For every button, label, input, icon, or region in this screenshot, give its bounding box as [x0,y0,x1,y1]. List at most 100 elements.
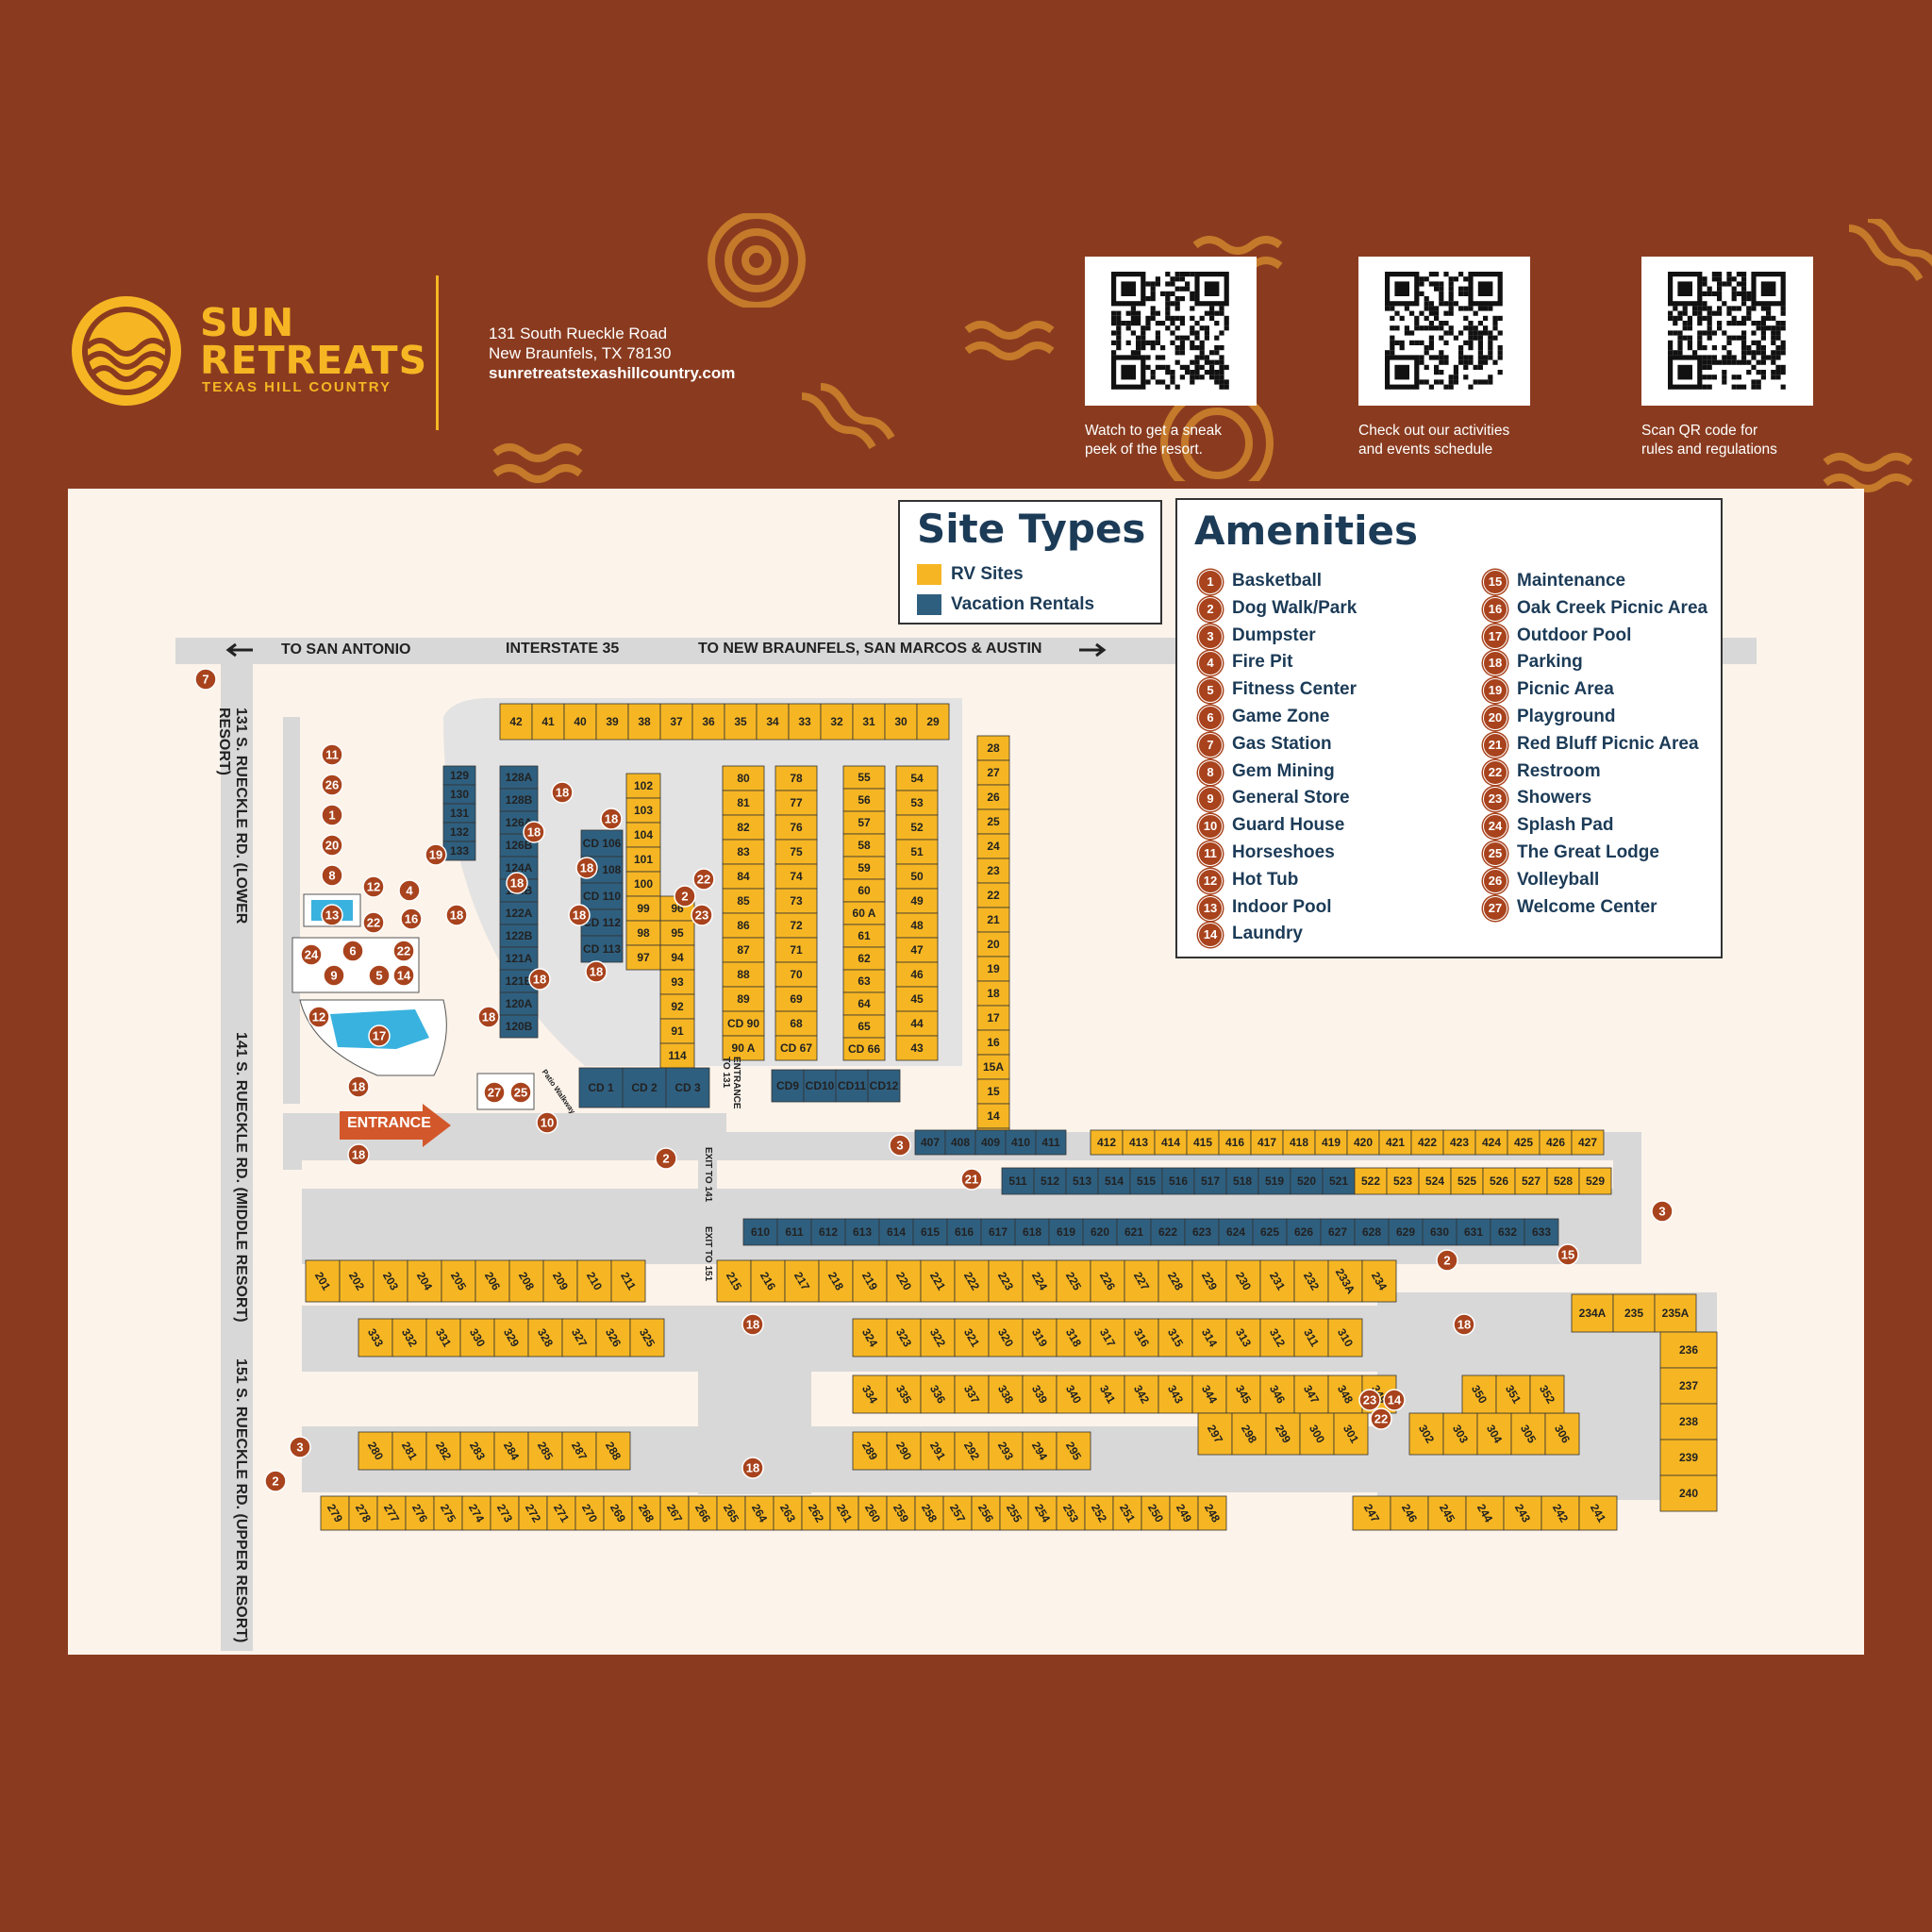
amenity-marker-2[interactable]: 2 [1436,1249,1458,1272]
amenity-marker-18[interactable]: 18 [585,960,608,983]
site-202[interactable]: 202 [339,1259,375,1303]
site-321[interactable]: 321 [954,1318,990,1357]
site-74[interactable]: 74 [774,863,818,890]
site-99[interactable]: 99 [625,895,661,922]
site-48[interactable]: 48 [895,912,939,939]
site-313[interactable]: 313 [1225,1318,1261,1357]
site-232[interactable]: 232 [1293,1259,1329,1303]
site-333[interactable]: 333 [358,1318,393,1357]
site-283[interactable]: 283 [459,1431,495,1471]
site-29[interactable]: 29 [916,703,950,741]
amenity-marker-22[interactable]: 22 [362,911,385,934]
amenity-marker-12[interactable]: 12 [362,875,385,898]
site-407[interactable]: 407 [914,1129,946,1156]
site-27[interactable]: 27 [976,759,1010,786]
site-633[interactable]: 633 [1524,1218,1559,1246]
amenity-marker-18[interactable]: 18 [506,872,528,894]
amenity-marker-27[interactable]: 27 [483,1081,506,1104]
site-413[interactable]: 413 [1122,1129,1156,1156]
site-275[interactable]: 275 [433,1495,463,1531]
site-215[interactable]: 215 [716,1259,752,1303]
site-336[interactable]: 336 [920,1374,956,1414]
site-345[interactable]: 345 [1225,1374,1261,1414]
site-611[interactable]: 611 [776,1218,812,1246]
site-216[interactable]: 216 [750,1259,786,1303]
site-37[interactable]: 37 [659,703,693,741]
site-cd-113[interactable]: CD 113 [580,935,624,963]
site-90-a[interactable]: 90 A [722,1035,765,1061]
site-34[interactable]: 34 [756,703,790,741]
site-33[interactable]: 33 [788,703,822,741]
amenity-marker-25[interactable]: 25 [509,1081,532,1104]
site-627[interactable]: 627 [1320,1218,1356,1246]
amenity-marker-23[interactable]: 23 [691,904,713,926]
site-32[interactable]: 32 [820,703,854,741]
site-267[interactable]: 267 [659,1495,690,1531]
site-298[interactable]: 298 [1231,1412,1267,1456]
site-513[interactable]: 513 [1065,1167,1099,1195]
site-15[interactable]: 15 [976,1078,1010,1105]
site-524[interactable]: 524 [1418,1167,1452,1195]
site-205[interactable]: 205 [441,1259,476,1303]
site-51[interactable]: 51 [895,839,939,865]
site-420[interactable]: 420 [1346,1129,1380,1156]
site-98[interactable]: 98 [625,920,661,946]
site-521[interactable]: 521 [1322,1167,1356,1195]
site-249[interactable]: 249 [1169,1495,1199,1531]
site-252[interactable]: 252 [1084,1495,1114,1531]
site-274[interactable]: 274 [461,1495,491,1531]
site-256[interactable]: 256 [971,1495,1001,1531]
amenity-marker-20[interactable]: 20 [321,834,343,857]
amenity-marker-15[interactable]: 15 [1557,1243,1579,1266]
amenity-marker-2[interactable]: 2 [264,1470,287,1492]
site-31[interactable]: 31 [852,703,886,741]
amenity-marker-18[interactable]: 18 [445,904,468,926]
amenity-marker-18[interactable]: 18 [741,1313,764,1336]
site-422[interactable]: 422 [1410,1129,1444,1156]
site-47[interactable]: 47 [895,937,939,963]
site-255[interactable]: 255 [999,1495,1029,1531]
site-cd11[interactable]: CD11 [835,1069,869,1103]
site-14[interactable]: 14 [976,1103,1010,1129]
site-520[interactable]: 520 [1290,1167,1324,1195]
site-24[interactable]: 24 [976,833,1010,859]
site-415[interactable]: 415 [1186,1129,1220,1156]
site-54[interactable]: 54 [895,765,939,791]
site-121b[interactable]: 121B [499,969,539,993]
site-334[interactable]: 334 [852,1374,888,1414]
site-97[interactable]: 97 [625,944,661,971]
site-89[interactable]: 89 [722,986,765,1012]
site-291[interactable]: 291 [920,1431,956,1471]
site-306[interactable]: 306 [1544,1412,1580,1456]
site-69[interactable]: 69 [774,986,818,1012]
site-131[interactable]: 131 [442,803,476,824]
site-224[interactable]: 224 [1022,1259,1058,1303]
site-409[interactable]: 409 [974,1129,1007,1156]
site-272[interactable]: 272 [518,1495,548,1531]
site-617[interactable]: 617 [980,1218,1016,1246]
site-25[interactable]: 25 [976,808,1010,835]
site-28[interactable]: 28 [976,735,1010,761]
site-526[interactable]: 526 [1482,1167,1516,1195]
site-60-a[interactable]: 60 A [842,901,886,925]
site-292[interactable]: 292 [954,1431,990,1471]
site-218[interactable]: 218 [818,1259,854,1303]
site-101[interactable]: 101 [625,846,661,873]
site-cd12[interactable]: CD12 [867,1069,901,1103]
site-41[interactable]: 41 [531,703,565,741]
site-46[interactable]: 46 [895,961,939,988]
site-239[interactable]: 239 [1659,1439,1718,1476]
site-519[interactable]: 519 [1257,1167,1291,1195]
site-328[interactable]: 328 [527,1318,563,1357]
site-348[interactable]: 348 [1327,1374,1363,1414]
site-92[interactable]: 92 [659,993,695,1020]
site-618[interactable]: 618 [1014,1218,1050,1246]
site-45[interactable]: 45 [895,986,939,1012]
site-219[interactable]: 219 [852,1259,888,1303]
site-209[interactable]: 209 [542,1259,578,1303]
site-61[interactable]: 61 [842,924,886,948]
site-251[interactable]: 251 [1112,1495,1142,1531]
site-36[interactable]: 36 [691,703,725,741]
site-226[interactable]: 226 [1090,1259,1125,1303]
site-297[interactable]: 297 [1197,1412,1233,1456]
